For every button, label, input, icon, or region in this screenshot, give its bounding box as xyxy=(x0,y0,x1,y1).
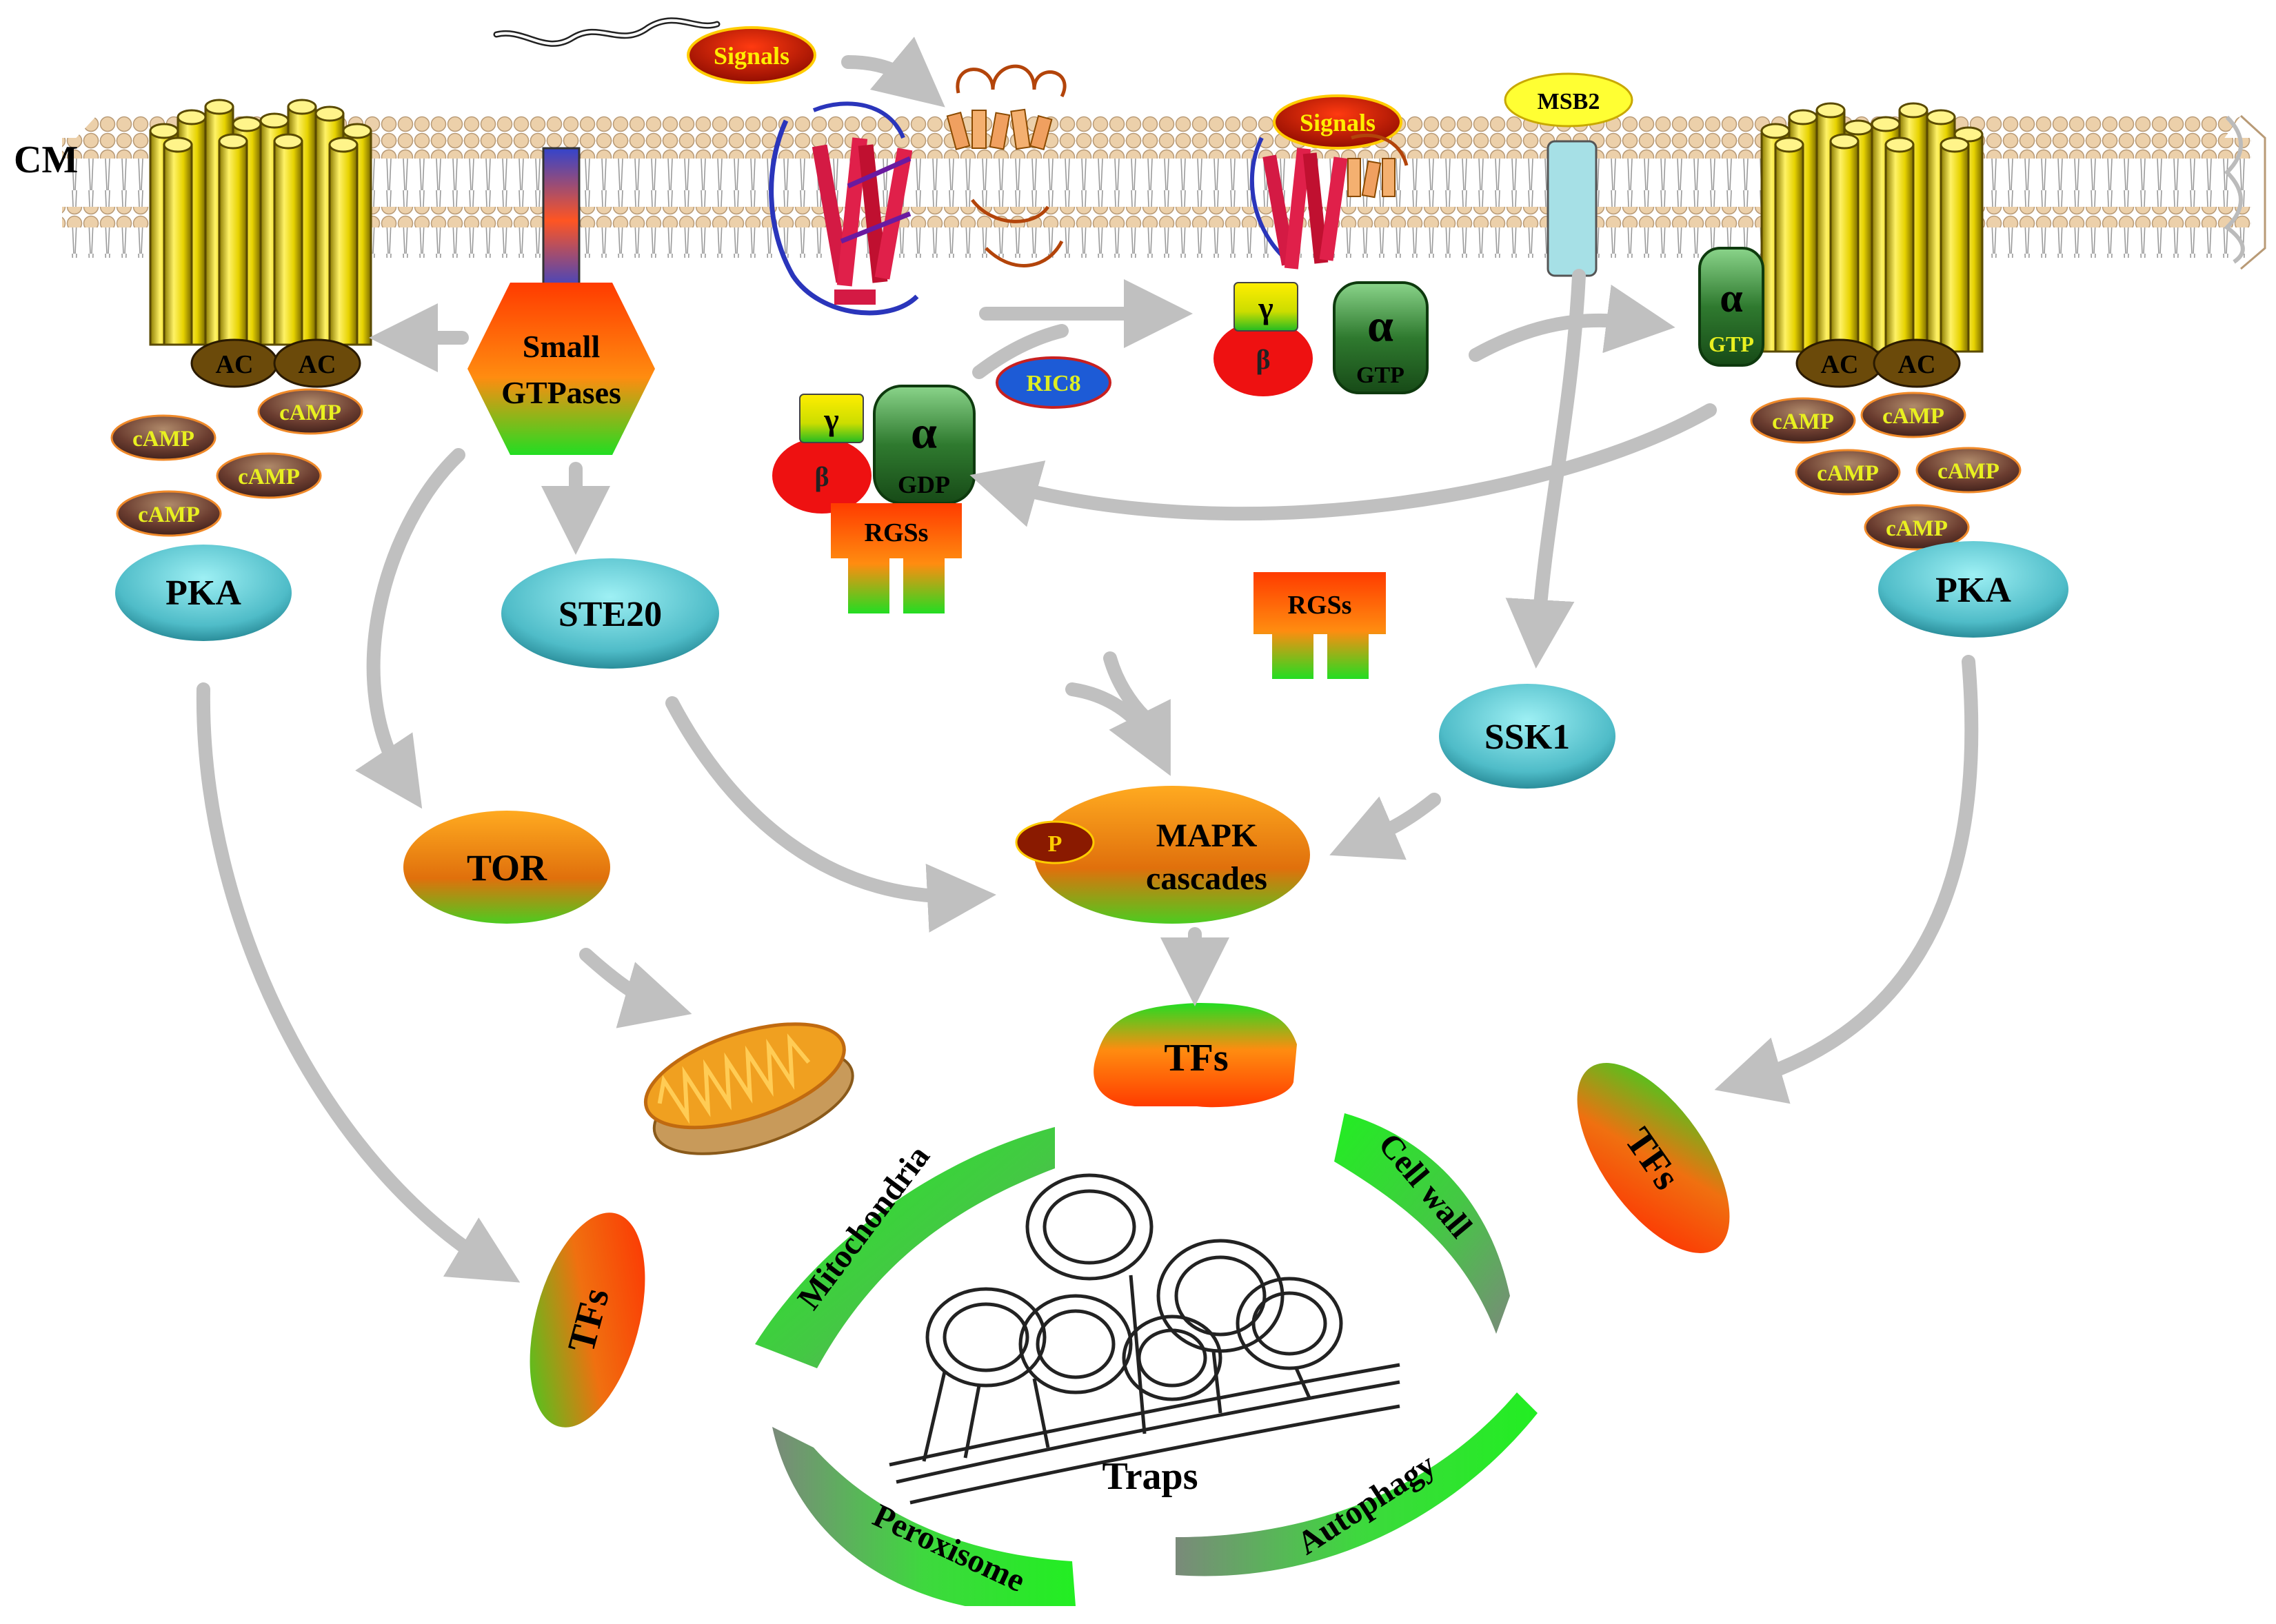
signals-badge-2: Signals xyxy=(1273,94,1402,150)
ac-subunit-2 xyxy=(273,338,361,388)
camp-label: cAMP xyxy=(238,465,300,489)
arrow-rgs-to-mapk xyxy=(1065,682,1171,776)
rgs-protein-1: RGSs xyxy=(831,503,962,613)
camp-label: cAMP xyxy=(279,400,341,425)
pathway-arrows xyxy=(196,37,1979,1283)
ac-label-1: AC xyxy=(216,350,254,379)
g-alpha-gtp-active: α GTP xyxy=(1333,281,1429,394)
mitochondrion-icon xyxy=(643,1022,854,1155)
pka-node-left: PKA xyxy=(115,545,292,641)
mapk-label-1: MAPK xyxy=(1156,818,1258,854)
gpcr-receptor-active xyxy=(1249,133,1409,270)
tor-node: TOR xyxy=(403,811,610,924)
arrow-return-to-gdp xyxy=(969,403,1717,527)
ac-label-3: AC xyxy=(1821,350,1859,379)
gamma-label-2: γ xyxy=(823,402,839,437)
camp-label: cAMP xyxy=(138,503,200,527)
signals-badge-1: Signals xyxy=(687,26,816,84)
pka-node-right: PKA xyxy=(1878,541,2068,638)
arrow-ste20-to-mapk xyxy=(665,696,996,933)
gamma-label: γ xyxy=(1258,290,1273,325)
ric8-node: RIC8 xyxy=(996,356,1111,409)
arrow-rgs-branch xyxy=(1103,651,1151,724)
gdp-label: GDP xyxy=(898,471,950,498)
gtp-label-2: GTP xyxy=(1709,332,1754,356)
organelle-autophagy: Autophagy xyxy=(1176,1392,1538,1576)
camp-group-left: cAMP cAMP cAMP cAMP xyxy=(110,388,363,537)
signals-label-1: Signals xyxy=(714,42,789,70)
tor-label: TOR xyxy=(467,847,547,889)
msb2-sensor: MSB2 xyxy=(1504,72,1633,277)
gtp-label: GTP xyxy=(1356,363,1404,388)
beta-label: β xyxy=(1256,344,1270,375)
rgs-label-1: RGSs xyxy=(865,518,929,547)
ac-label-4: AC xyxy=(1898,350,1936,379)
arrow-pka-left-to-tfs xyxy=(196,682,521,1283)
mapk-cascades-node: MAPK cascades P xyxy=(1015,786,1310,924)
g-alpha-gdp: α GDP xyxy=(873,385,976,505)
arrow-tor-to-mito xyxy=(579,948,692,1028)
arrow-pka-right-to-tfs xyxy=(1714,655,1979,1104)
arrow-msb2-to-ssk1 xyxy=(1505,269,1586,669)
cell-membrane xyxy=(62,114,2266,270)
phosphate-badge xyxy=(1015,820,1095,864)
ac-subunit-4 xyxy=(1873,338,1961,388)
tfs-label-center: TFs xyxy=(1164,1037,1228,1079)
arrow-active-to-right xyxy=(1469,284,1675,362)
organelle-mitochondria: Mitochondria xyxy=(755,1127,1055,1368)
traps-label: Traps xyxy=(1102,1455,1198,1498)
gpcr-receptor-inactive xyxy=(769,101,919,316)
traps-illustration xyxy=(889,1173,1400,1505)
tfs-node-right: TFs xyxy=(1577,1063,1730,1253)
msb2-label: MSB2 xyxy=(1538,89,1600,114)
adenylate-cyclase-right: AC AC xyxy=(1760,102,1984,388)
arrow-signals-to-receptor xyxy=(841,37,945,108)
camp-label: cAMP xyxy=(1937,459,2000,484)
g-protein-beta-gamma-inactive: β γ xyxy=(772,394,872,514)
small-gtpases-label-1: Small xyxy=(523,329,600,364)
alpha-label-2: α xyxy=(911,406,937,458)
small-gtpases-node: Small GTPases xyxy=(467,147,655,455)
organelle-cell-wall: Cell wall xyxy=(1334,1113,1510,1334)
alpha-label: α xyxy=(1367,299,1393,352)
camp-group-right: cAMP cAMP cAMP cAMP cAMP xyxy=(1750,392,2022,551)
ssk1-node: SSK1 xyxy=(1439,684,1615,789)
ligand-peptide-top xyxy=(946,64,1067,267)
adenylate-cyclase-left: AC AC xyxy=(149,99,372,388)
signals-label-2: Signals xyxy=(1300,109,1376,136)
rgs-label-2: RGSs xyxy=(1288,591,1352,620)
mapk-label-2: cascades xyxy=(1146,860,1267,897)
arrow-ssk1-to-mapk xyxy=(1329,793,1441,860)
beta-label-2: β xyxy=(814,461,829,492)
camp-label: cAMP xyxy=(132,427,194,451)
camp-label: cAMP xyxy=(1817,461,1879,486)
ste20-label: STE20 xyxy=(558,595,662,634)
tfs-node-center: TFs xyxy=(1094,1003,1297,1108)
camp-label: cAMP xyxy=(1886,516,1948,541)
membrane-label: CM xyxy=(14,139,78,181)
tfs-node-left: TFs xyxy=(530,1212,645,1428)
rgs-protein-2: RGSs xyxy=(1253,572,1386,679)
arrow-gtpases-to-tor xyxy=(355,448,465,809)
pka-label-right: PKA xyxy=(1935,571,2011,610)
alpha-label-3: α xyxy=(1720,275,1743,321)
arrow-ric8-bend xyxy=(972,324,1069,379)
ssk1-label: SSK1 xyxy=(1484,718,1570,757)
g-alpha-gtp-right: α GTP xyxy=(1698,247,1764,367)
ric8-label: RIC8 xyxy=(1026,371,1080,396)
camp-label: cAMP xyxy=(1882,404,1944,429)
camp-label: cAMP xyxy=(1772,409,1834,434)
g-protein-beta-gamma-active: β γ xyxy=(1213,282,1313,396)
phosphate-label: P xyxy=(1048,831,1063,857)
ac-label-2: AC xyxy=(299,350,336,379)
pka-label-left: PKA xyxy=(165,574,241,613)
ste20-node: STE20 xyxy=(501,558,719,669)
small-gtpases-label-2: GTPases xyxy=(501,375,621,410)
